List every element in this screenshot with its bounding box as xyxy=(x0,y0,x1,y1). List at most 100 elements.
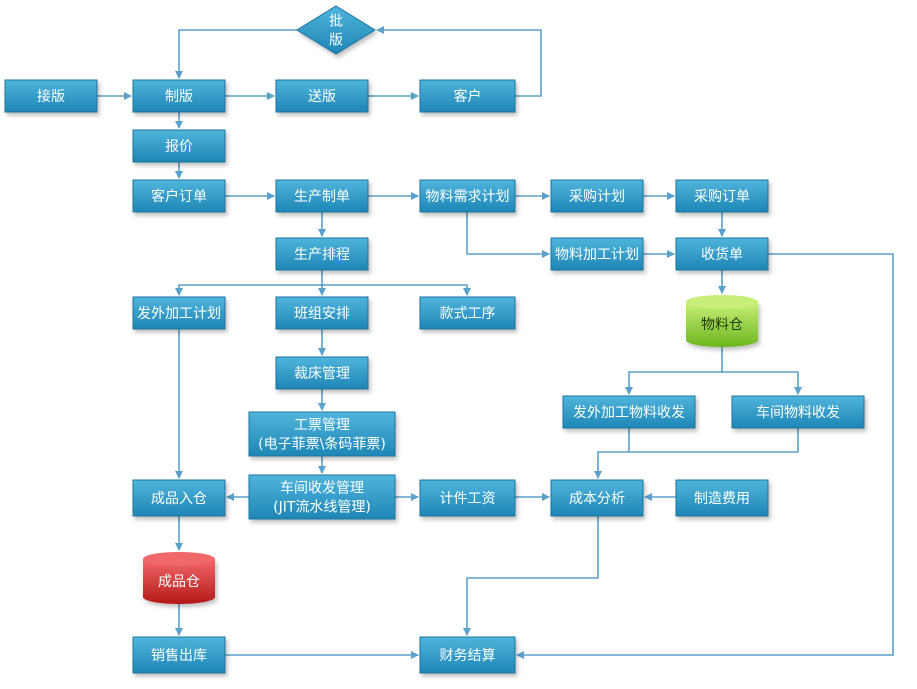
node-fgwh-label: 成品仓 xyxy=(158,574,200,590)
node-instock: 成品入仓 xyxy=(132,479,226,517)
node-style: 款式工序 xyxy=(419,296,516,330)
node-purplan-label: 采购计划 xyxy=(569,189,625,205)
node-deliver-box xyxy=(275,79,369,113)
edge-outmat-cost xyxy=(594,428,630,479)
node-ticket-box xyxy=(248,411,396,457)
node-finance: 财务结算 xyxy=(419,636,516,674)
edge-receipt-finance xyxy=(516,253,894,659)
node-mfgcost-label: 制造费用 xyxy=(694,491,750,507)
node-cutting: 裁床管理 xyxy=(275,356,369,390)
node-sales: 销售出库 xyxy=(132,636,226,674)
node-approve-label: 批 xyxy=(329,14,343,30)
node-piecewage-label: 计件工资 xyxy=(440,491,496,507)
node-instock-label: 成品入仓 xyxy=(151,491,207,507)
node-cutting-label: 裁床管理 xyxy=(294,366,350,382)
node-ticket-label: (电子菲票\条码菲票) xyxy=(258,436,386,453)
node-deliver-label: 送版 xyxy=(308,89,336,105)
node-make: 制版 xyxy=(132,79,226,113)
node-quote-box xyxy=(132,129,226,163)
node-mfgcost: 制造费用 xyxy=(675,479,769,517)
connector-lines xyxy=(97,26,894,659)
node-prodorder-label: 生产制单 xyxy=(294,189,350,205)
node-deliver: 送版 xyxy=(275,79,369,113)
node-purorder: 采购订单 xyxy=(675,179,769,213)
node-cost-label: 成本分析 xyxy=(569,491,625,507)
node-approve: 批版 xyxy=(296,5,376,55)
node-piecewage-box xyxy=(419,479,516,517)
node-matwh-label: 物料仓 xyxy=(701,317,743,333)
node-make-label: 制版 xyxy=(165,89,193,105)
node-finance-label: 财务结算 xyxy=(440,648,496,664)
node-schedule-label: 生产排程 xyxy=(294,247,350,263)
node-workshop-label: (JIT流水线管理) xyxy=(273,500,371,516)
node-matwh-body xyxy=(686,302,758,347)
node-receive-box xyxy=(4,79,98,113)
node-mrp-box xyxy=(419,179,516,213)
edge-customer-approve xyxy=(376,26,542,97)
node-piecewage: 计件工资 xyxy=(419,479,516,517)
node-outsource-label: 发外加工计划 xyxy=(137,306,221,322)
node-workshopmat: 车间物料收发 xyxy=(731,395,865,429)
node-cost: 成本分析 xyxy=(550,479,644,517)
node-approve-shape xyxy=(296,5,376,55)
node-outsource-box xyxy=(132,296,226,330)
node-procplan-label: 物料加工计划 xyxy=(555,247,639,263)
node-mrp: 物料需求计划 xyxy=(419,179,516,213)
node-schedule: 生产排程 xyxy=(275,237,369,271)
node-mrp-label: 物料需求计划 xyxy=(426,189,510,205)
node-purorder-label: 采购订单 xyxy=(694,189,750,205)
node-matwh: 物料仓 xyxy=(686,295,758,347)
node-sales-label: 销售出库 xyxy=(151,648,207,664)
process-nodes: 批版接版制版送版客户报价客户订单生产制单物料需求计划采购计划采购订单生产排程物料… xyxy=(4,5,865,674)
node-team: 班组安排 xyxy=(275,296,369,330)
node-fgwh-body xyxy=(143,559,215,604)
node-order-box xyxy=(132,179,226,213)
node-workshop: 车间收发管理 (JIT流水线管理) xyxy=(248,474,396,520)
node-order: 客户订单 xyxy=(132,179,226,213)
node-purorder-box xyxy=(675,179,769,213)
node-workshop-label: 车间收发管理 xyxy=(280,480,364,497)
edge-matwh-outmat xyxy=(625,347,723,395)
node-instock-box xyxy=(132,479,226,517)
node-outsource: 发外加工计划 xyxy=(132,296,226,330)
node-team-label: 班组安排 xyxy=(294,306,350,322)
node-ticket: 工票管理(电子菲票\条码菲票) xyxy=(248,411,396,457)
edge-cost-finance xyxy=(463,516,599,636)
edge-mrp-procplan xyxy=(466,212,550,258)
node-purplan: 采购计划 xyxy=(550,179,644,213)
node-schedule-box xyxy=(275,237,369,271)
node-order-label: 客户订单 xyxy=(151,188,207,205)
node-receive: 接版 xyxy=(4,79,98,113)
node-receipt-label: 收货单 xyxy=(701,246,743,263)
node-workshopmat-label: 车间物料收发 xyxy=(756,404,840,421)
node-receipt-box xyxy=(675,237,769,271)
edge-schedule-outsource xyxy=(175,270,323,296)
node-receipt: 收货单 xyxy=(675,237,769,271)
node-workshopmat-box xyxy=(731,395,865,429)
edge-matwh-workshopmat xyxy=(722,371,802,395)
node-sales-box xyxy=(132,636,226,674)
node-workshop-box xyxy=(248,474,396,520)
node-style-box xyxy=(419,296,516,330)
node-cutting-box xyxy=(275,356,369,390)
node-fgwh-top xyxy=(143,552,215,566)
node-style-label: 款式工序 xyxy=(440,306,496,322)
node-prodorder-box xyxy=(275,179,369,213)
node-make-box xyxy=(132,79,226,113)
edge-approve-make xyxy=(175,29,297,79)
node-customer-label: 客户 xyxy=(454,88,482,105)
node-outmat-label: 发外加工物料收发 xyxy=(573,405,685,421)
node-quote-label: 报价 xyxy=(165,139,193,155)
node-quote: 报价 xyxy=(132,129,226,163)
edge-schedule-style xyxy=(322,284,471,296)
node-customer-box xyxy=(419,79,516,113)
node-finance-box xyxy=(419,636,516,674)
node-outmat-box xyxy=(562,395,696,429)
node-matwh-top xyxy=(686,295,758,309)
node-fgwh: 成品仓 xyxy=(143,552,215,604)
node-approve-label: 版 xyxy=(329,33,343,49)
node-receive-label: 接版 xyxy=(37,88,65,105)
node-purplan-box xyxy=(550,179,644,213)
node-outmat: 发外加工物料收发 xyxy=(562,395,696,429)
